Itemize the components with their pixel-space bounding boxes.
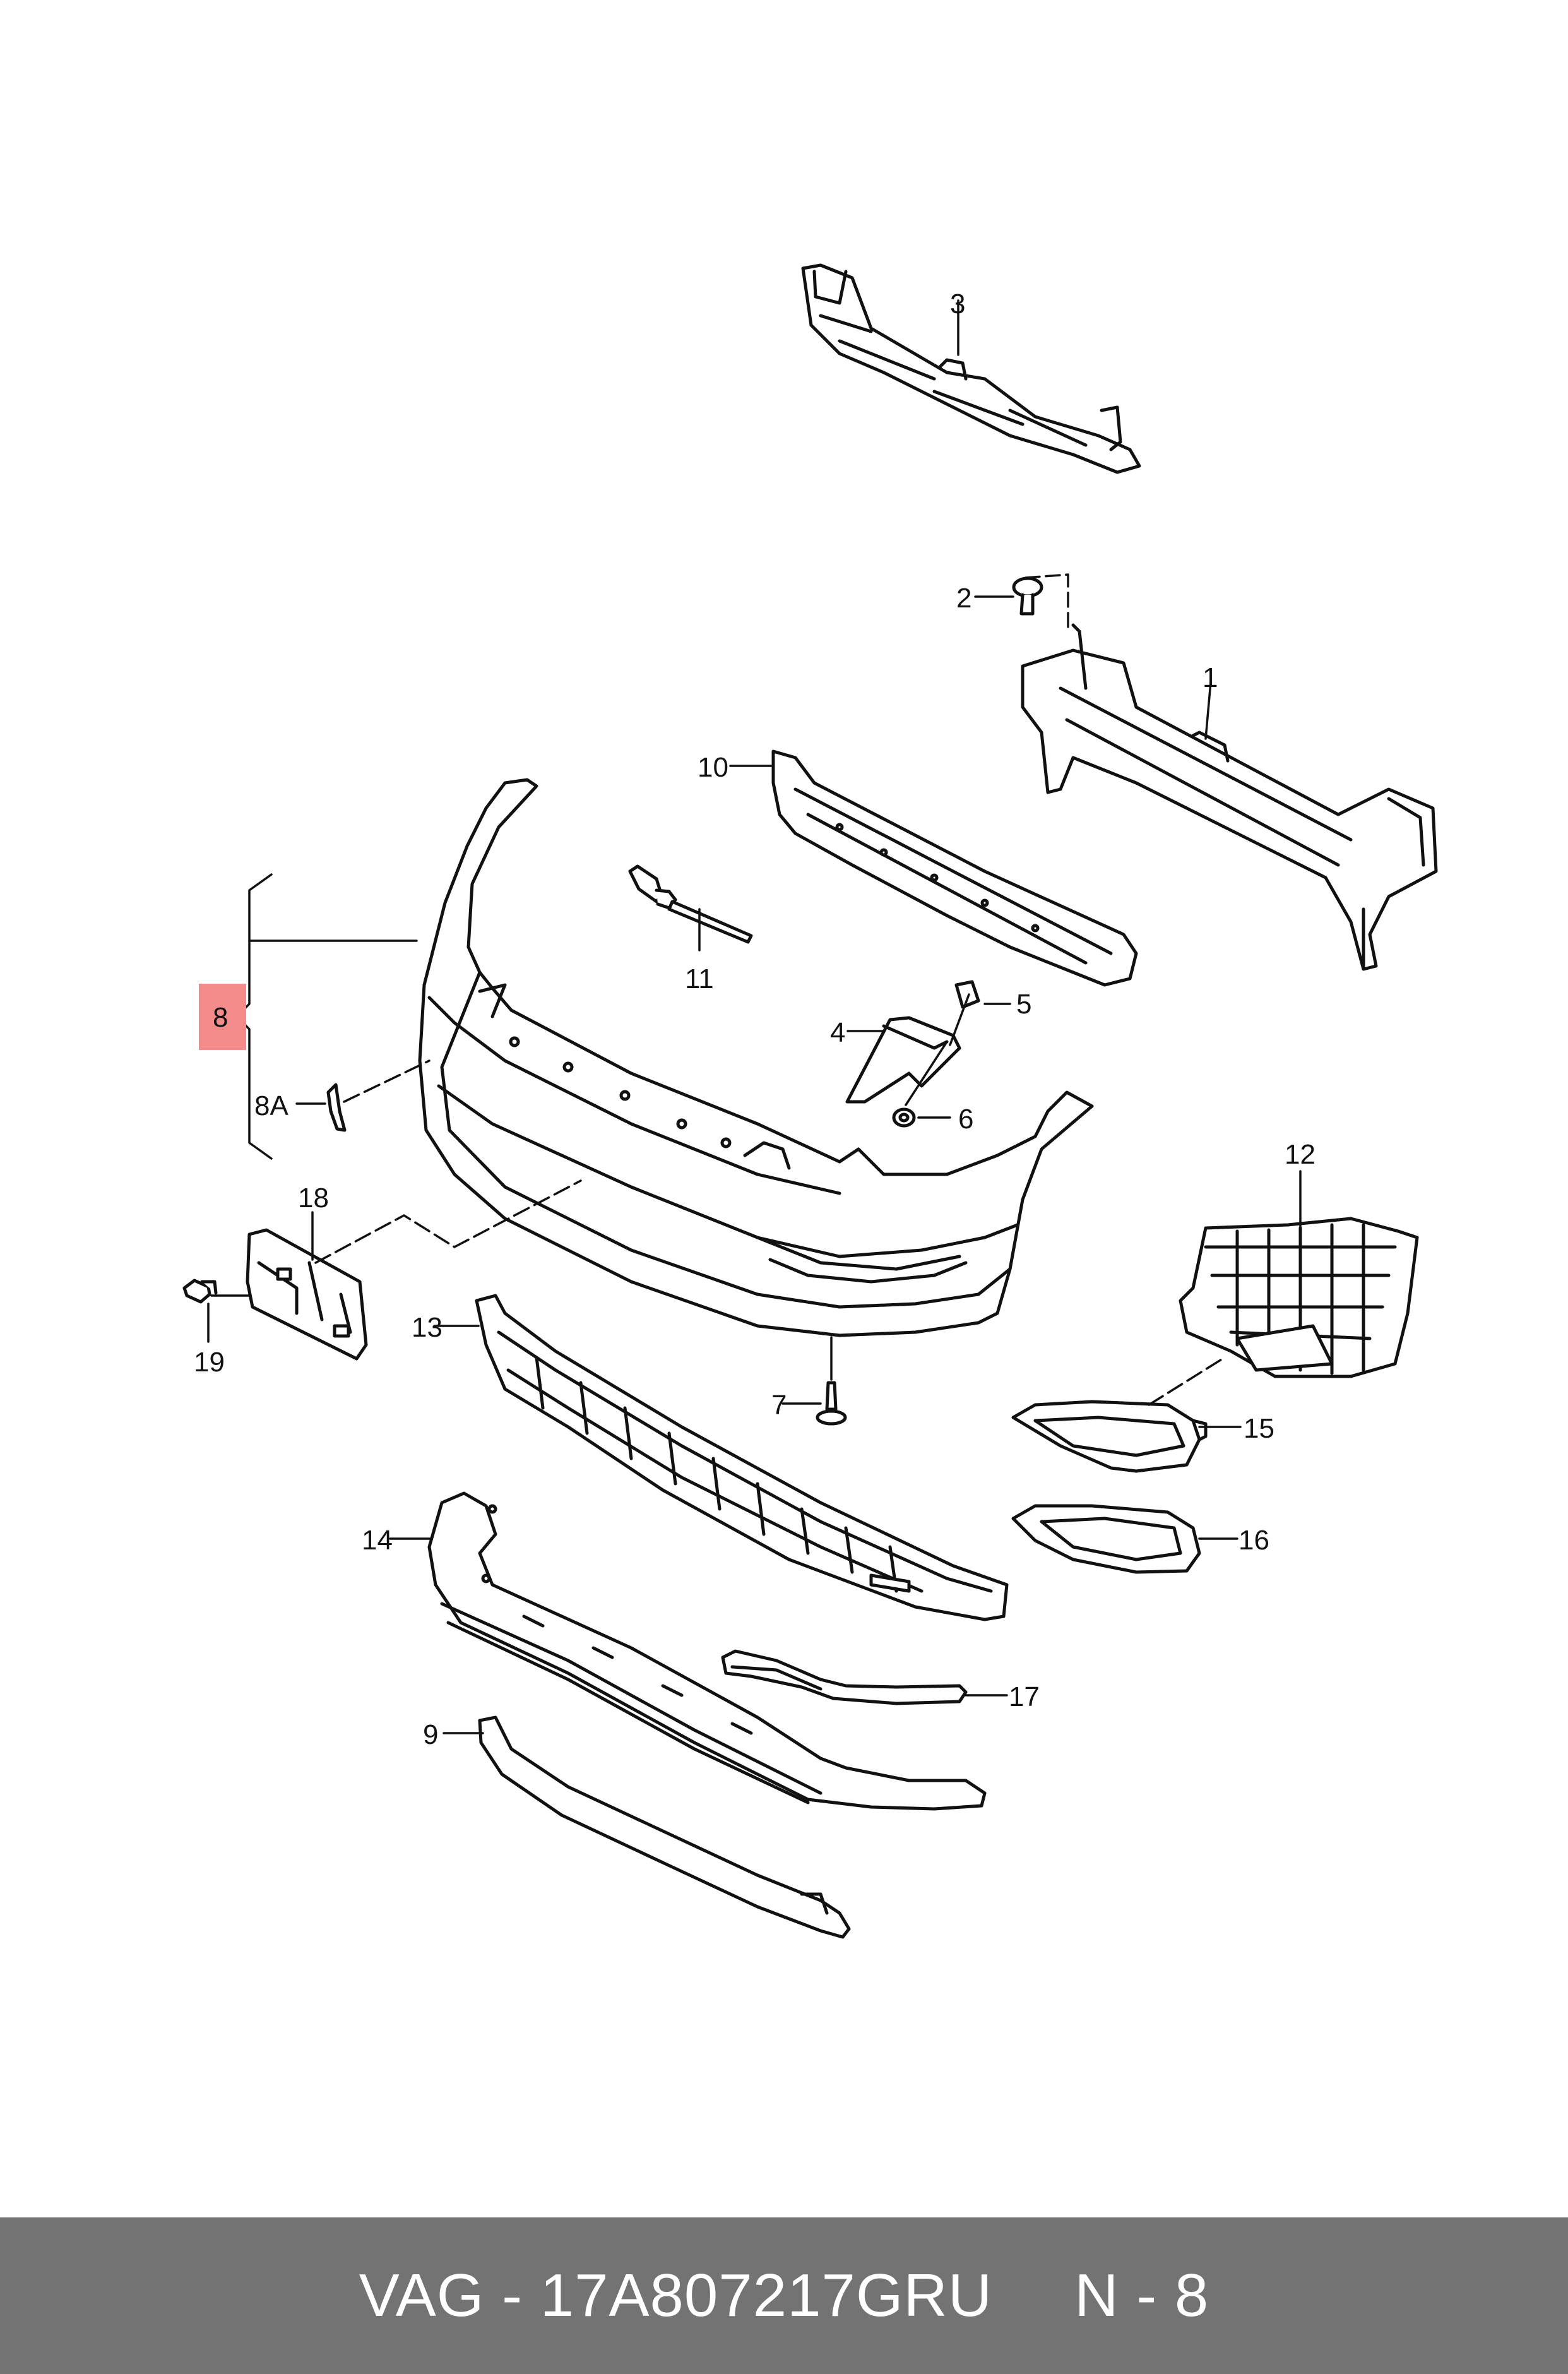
parts-diagram: 1 2 3 4 5 6 7 8 8A 9 10 11 12 13 14 15 1… [182, 263, 1438, 1939]
part-16-trim [1011, 1504, 1201, 1574]
part-6-nut [892, 1107, 916, 1128]
part-3-upper-carrier [801, 263, 1141, 474]
callout-13: 13 [412, 1312, 442, 1343]
callout-14: 14 [362, 1525, 393, 1556]
part-11-rivet-bolt [628, 864, 753, 944]
callout-9: 9 [423, 1719, 438, 1750]
callout-2: 2 [956, 583, 971, 614]
part-4-bracket [845, 1016, 961, 1104]
callout-7: 7 [771, 1390, 787, 1421]
part-12-air-guide [1179, 1217, 1419, 1378]
callout-8a: 8A [254, 1090, 288, 1121]
callout-12: 12 [1285, 1139, 1316, 1170]
callout-15: 15 [1244, 1413, 1274, 1444]
part-1-reinforcement-beam [1021, 623, 1438, 971]
part-13-lower-grille [475, 1294, 1009, 1621]
part-9-lower-strip [478, 1715, 851, 1939]
part-18-plate-bracket [246, 1228, 368, 1361]
part-17-trim-strip [721, 1649, 968, 1705]
leader-lines [207, 299, 1302, 1734]
item-8-highlight [199, 984, 246, 1050]
part-7-bolt [816, 1381, 847, 1426]
callout-8: 8 [213, 1002, 228, 1033]
callout-19: 19 [194, 1347, 225, 1378]
part-8-bumper-cover [418, 778, 1094, 1337]
part-number-label: VAG - 17A807217GRU [359, 2262, 993, 2329]
part-14-spoiler [427, 1491, 987, 1811]
part-10-absorber [771, 749, 1138, 987]
callout-6: 6 [958, 1104, 973, 1135]
part-19-push-pin [182, 1279, 218, 1304]
callout-10: 10 [698, 752, 728, 783]
index-label: N - 8 [1074, 2262, 1209, 2329]
part-5-clip [954, 980, 980, 1009]
callout-16: 16 [1238, 1525, 1269, 1556]
footer-bar: VAG - 17A807217GRU N - 8 [0, 2217, 1568, 2374]
callout-labels: 1 2 3 4 5 6 7 8 8A 9 10 11 12 13 14 15 1… [194, 289, 1316, 1750]
callout-5: 5 [1016, 989, 1031, 1020]
part-8a-clip [326, 1083, 347, 1132]
callout-1: 1 [1203, 662, 1218, 693]
part-2-screw [1012, 576, 1043, 616]
part-15-trim [1011, 1400, 1208, 1473]
callout-17: 17 [1009, 1681, 1040, 1712]
callout-18: 18 [298, 1183, 329, 1214]
callout-11: 11 [685, 963, 714, 994]
callout-4: 4 [830, 1017, 845, 1048]
callout-3: 3 [950, 289, 965, 319]
